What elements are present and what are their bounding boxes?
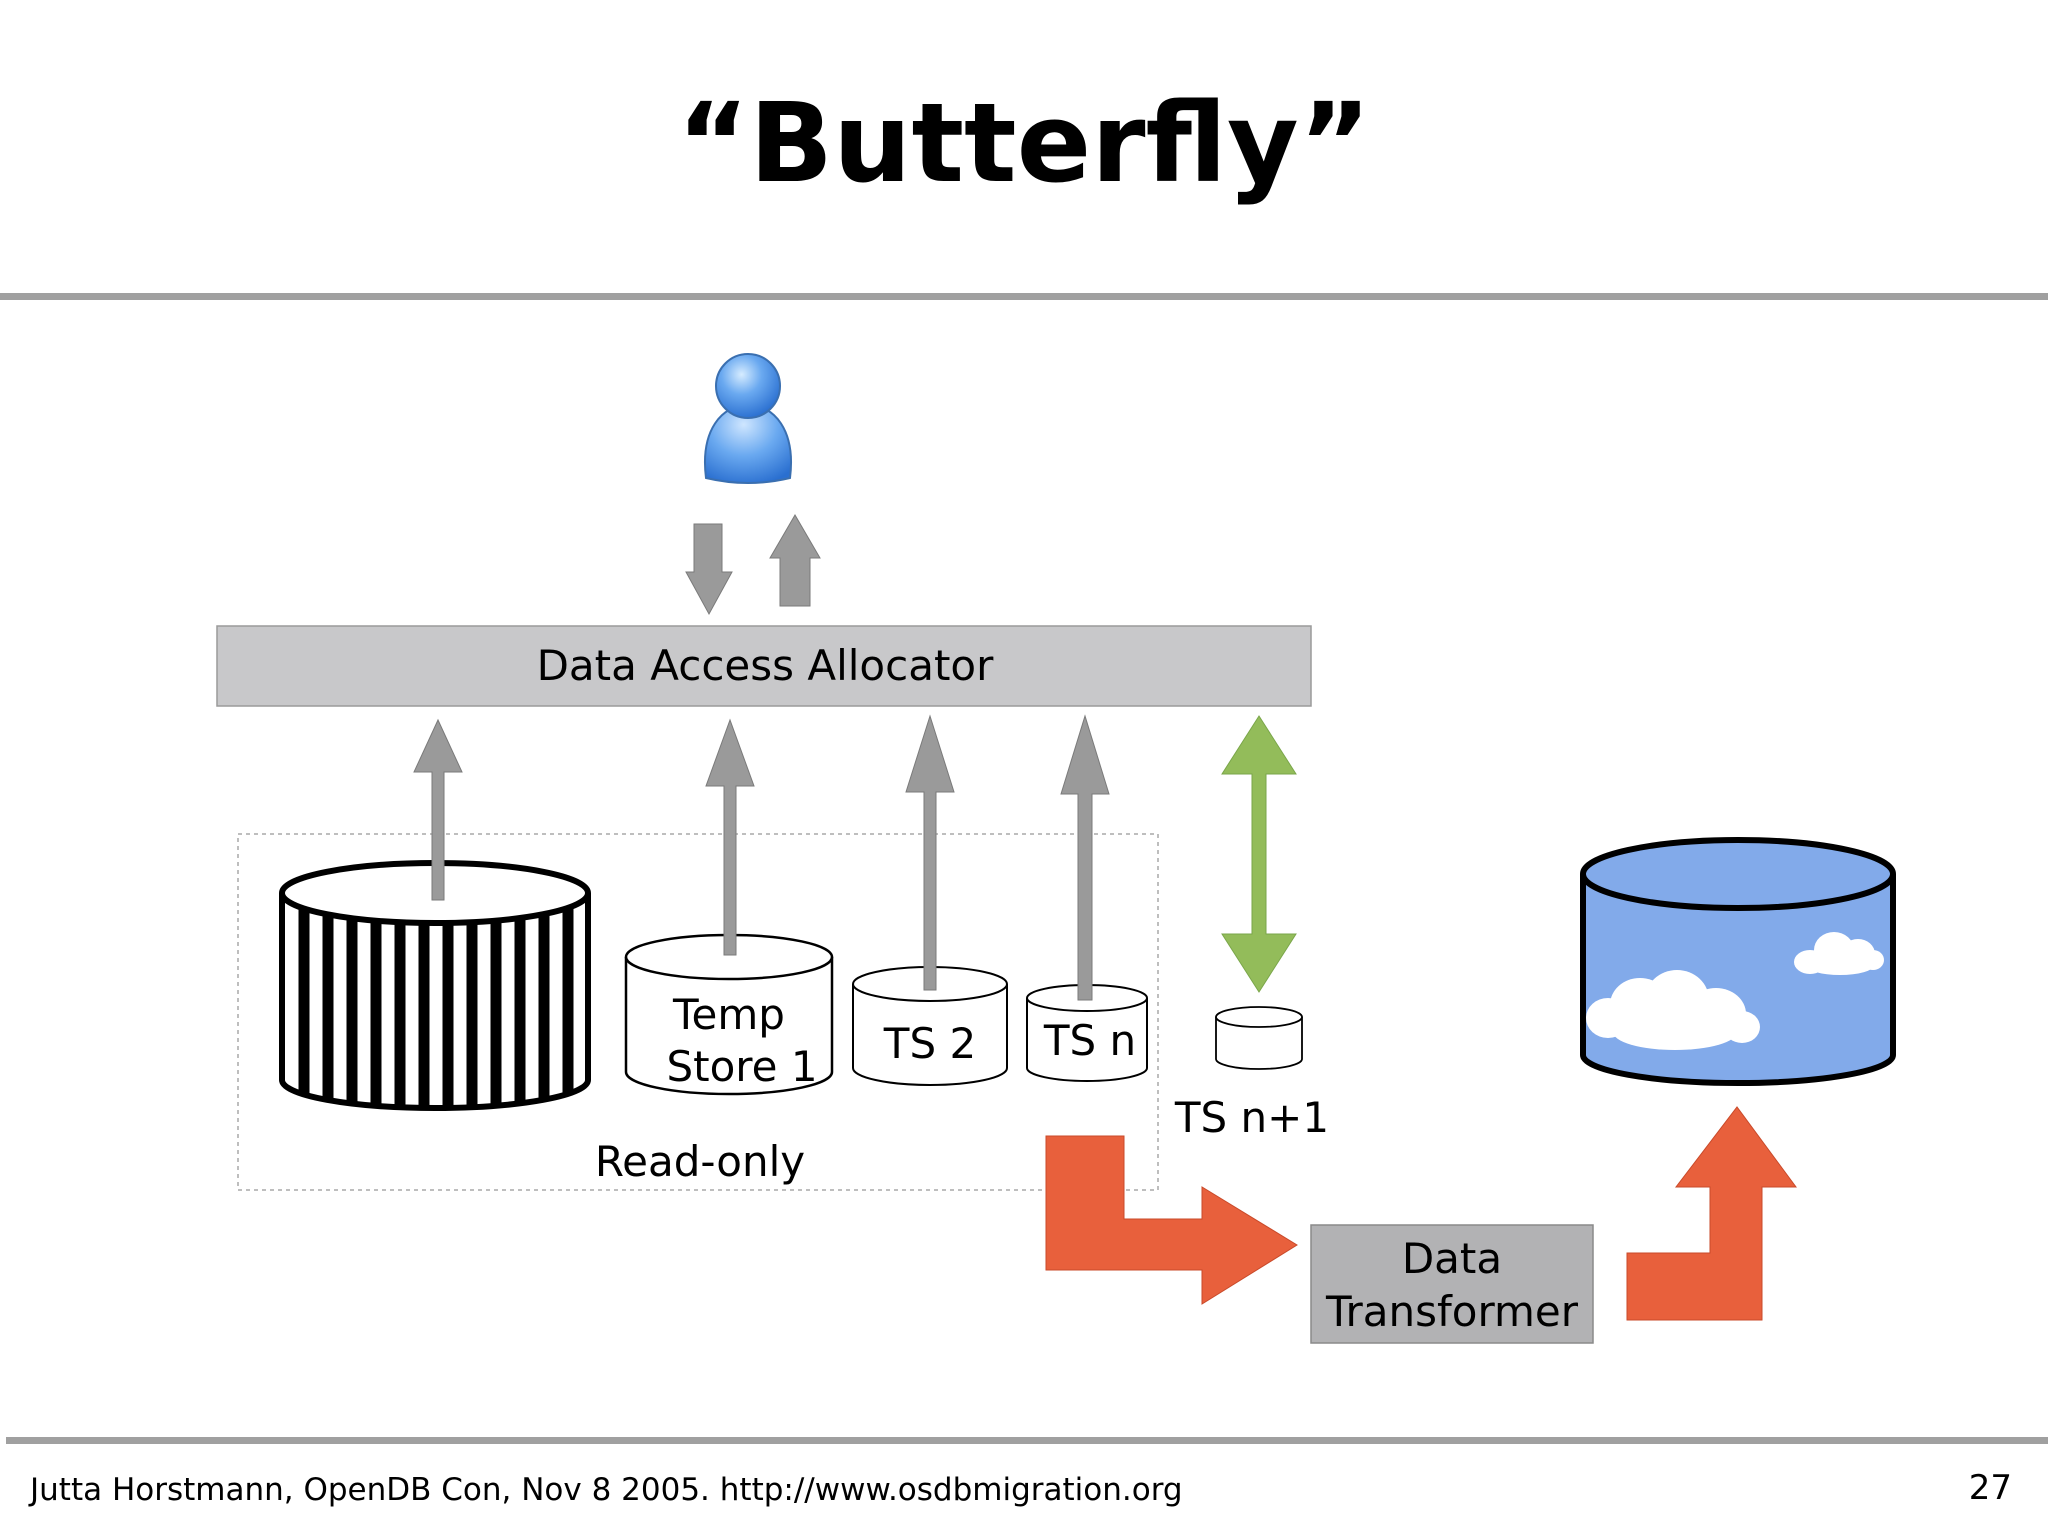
request-arrow-down: [685, 523, 733, 616]
footer-divider: [6, 1437, 2048, 1444]
user-icon: [704, 353, 792, 484]
read-arrow-source-db: [413, 718, 463, 901]
transformer-label-line2: Transformer: [1325, 1287, 1579, 1336]
cloud-shape-small: [1794, 932, 1884, 975]
read-only-label: Read-only: [595, 1137, 805, 1186]
read-arrow-tsn: [1060, 714, 1110, 1001]
data-transformer: Data Transformer: [1310, 1224, 1594, 1344]
cloud-database-icon: [1580, 837, 1896, 1086]
ts-n-plus-1-store: [1215, 1006, 1303, 1070]
title-divider: [0, 293, 2048, 300]
allocator-label: Data Access Allocator: [537, 641, 995, 690]
read-only-group: [237, 833, 1159, 1191]
footer-text: Jutta Horstmann, OpenDB Con, Nov 8 2005.…: [30, 1472, 1183, 1508]
ts-n-label: TS n: [1043, 1016, 1136, 1065]
read-arrow-temp-store: [705, 718, 755, 956]
cloud-shape-large: [1586, 970, 1760, 1050]
temp-store-label-line1: Temp: [672, 990, 785, 1039]
data-access-allocator: Data Access Allocator: [216, 625, 1312, 707]
ts-n-plus-1-label: TS n+1: [1174, 1093, 1329, 1142]
transform-output-arrow: [1626, 1106, 1797, 1321]
ts-2-label: TS 2: [883, 1019, 976, 1068]
read-arrow-ts2: [905, 714, 955, 991]
temp-store-1: Temp Store 1: [624, 933, 834, 1096]
slide-title: “Butterfly”: [677, 79, 1371, 207]
transformer-label-line1: Data: [1402, 1234, 1502, 1283]
striped-database-icon: [279, 860, 591, 1111]
transform-input-arrow: [1045, 1135, 1298, 1305]
temp-store-label-line2: Store 1: [666, 1042, 817, 1091]
response-arrow-up: [769, 514, 821, 607]
page-number: 27: [1968, 1468, 2012, 1508]
ts-n-store: TS n: [1026, 984, 1148, 1082]
read-write-arrow: [1221, 715, 1297, 993]
